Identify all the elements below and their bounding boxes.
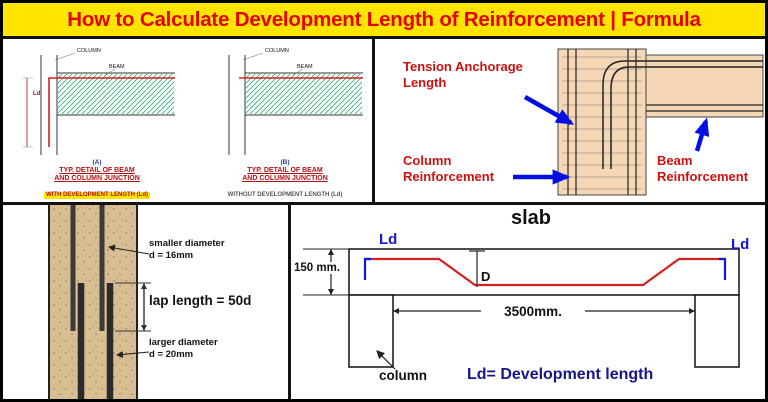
beam-reinforcement-label: Beam Reinforcement [657,153,749,185]
column-reinforcement-label: Column Reinforcement [403,153,495,185]
larger-diameter-line1: larger diameter [149,337,218,348]
green-hatch-b [246,74,362,114]
ld-label-left: Ld [379,231,398,248]
column-leader-a [54,52,76,61]
anchorage-drawing [513,48,764,196]
caption-a-line3: WITH DEVELOPMENT LENGTH (Ld) [44,192,150,200]
beam-arrow-icon [694,117,710,152]
pointer-arrows [513,95,710,185]
slab-label: slab [510,207,552,229]
caption-b-line2: AND COLUMN JUNCTION [242,174,328,182]
page-title: How to Calculate Development Length of R… [67,7,701,31]
junction-details-drawing: COLUMN BEAM Ld [23,48,363,155]
green-hatch-a [58,74,174,114]
slab-outline [348,248,740,296]
caption-a-line1: TYP. DETAIL OF BEAM [59,166,135,174]
ld-hook-left [363,257,371,280]
caption-tag-a: (A) [92,159,102,166]
slab-rebar [365,257,725,287]
caption-b-line1: TYP. DETAIL OF BEAM [247,166,323,174]
span-3500-label: 3500mm. [481,304,585,319]
d-label: D [481,269,490,284]
lap-length-label: lap length = 50d [149,293,252,308]
caption-b-line3: WITHOUT DEVELOPMENT LENGTH (Ld) [227,192,343,199]
beam-label-a: BEAM [109,64,125,70]
beam-rebars [646,104,763,112]
left-column-outline [348,294,394,368]
smaller-rebar-pair [70,205,105,331]
caption-a-line2: AND COLUMN JUNCTION [54,174,140,182]
beam-leader-a [104,68,116,76]
panel-slab-diagram: D slab Ld Ld 150 mm. 3500mm. column Ld= … [291,205,765,399]
beam-leader-b [292,68,304,76]
larger-bar-leader-arrow [116,350,150,358]
smaller-bar-leader-arrow [108,244,150,255]
column-leader-b [242,52,264,61]
lap-length-drawing [48,205,151,399]
rebar-with-development-length [48,77,175,147]
depth-150-label: 150 mm. [293,262,342,274]
ld-dimension-a [23,77,33,148]
detail-b-drawing: COLUMN BEAM [228,48,363,155]
slab-drawing: D [303,248,740,370]
ld-hook-right [719,257,727,280]
beam-outline-a [57,72,175,116]
column-outline-a [40,55,58,155]
caption-tag-b: (B) [280,159,290,166]
anchorage-bend-bars [602,60,763,169]
panel-junction-details: COLUMN BEAM Ld [3,39,375,205]
concrete-beam [645,54,764,118]
right-column-outline [694,294,740,368]
column-label-a: COLUMN [77,48,101,54]
detail-a-drawing: COLUMN BEAM Ld [23,48,175,155]
title-banner: How to Calculate Development Length of R… [3,3,765,39]
column-leader-arrow [376,350,396,370]
smaller-diameter-line1: smaller diameter [149,238,225,249]
tension-anchorage-label: Tension Anchorage Length [403,59,523,91]
lap-dimension [115,282,151,332]
smaller-diameter-note: smaller diameter d = 16mm [149,238,225,263]
larger-diameter-note: larger diameter d = 20mm [149,337,218,362]
panel-anchorage-diagram: Tension Anchorage Length Column Reinforc… [375,39,765,205]
tension-arrow-icon [523,95,575,125]
larger-rebar-pair [77,283,114,399]
caption-detail-a: (A) TYP. DETAIL OF BEAM AND COLUMN JUNCT… [11,159,183,202]
ld-label-a: Ld [33,91,41,97]
column-label: column [379,368,428,383]
column-strip-edges [48,205,138,399]
column-outline-b [228,55,246,155]
concrete-column-strip [49,205,137,399]
column-stirrups [562,56,642,190]
panel-lap-length: smaller diameter d = 16mm lap length = 5… [3,205,291,399]
ld-label-right: Ld [731,236,750,253]
caption-detail-b: (B) TYP. DETAIL OF BEAM AND COLUMN JUNCT… [199,159,371,202]
column-label-b: COLUMN [265,48,289,54]
larger-diameter-line2: d = 20mm [149,349,194,361]
d-depth-marker: D [469,250,490,287]
smaller-diameter-line2: d = 16mm [149,250,194,262]
development-length-legend: Ld= Development length [467,366,654,383]
beam-label-b: BEAM [297,64,313,70]
beam-outline-b [245,72,363,116]
